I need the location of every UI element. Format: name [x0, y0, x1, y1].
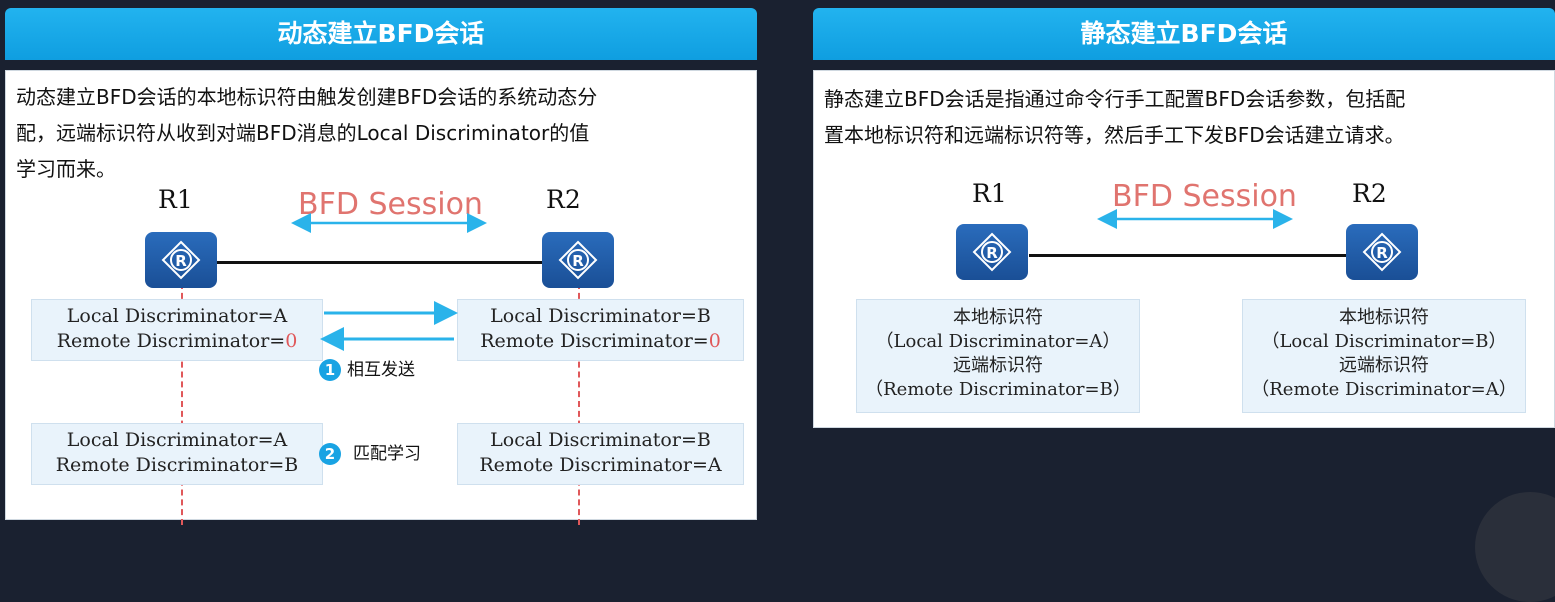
- local-discriminator: Local Discriminator=A: [66, 429, 288, 451]
- static-arrows: [1097, 209, 1293, 229]
- step-1-label: 相互发送: [347, 360, 415, 380]
- local-discriminator: （Local Discriminator=A）: [875, 331, 1121, 352]
- remote-discriminator: （Remote Discriminator=A）: [1251, 379, 1517, 400]
- r2-timeline: [578, 283, 580, 525]
- remote-discriminator: Remote Discriminator=A: [479, 454, 722, 476]
- router-icon: R: [956, 224, 1028, 280]
- dynamic-bfd-description: 动态建立BFD会话的本地标识符由触发创建BFD会话的系统动态分 配，远端标识符从…: [16, 79, 751, 187]
- local-label: 本地标识符: [1339, 307, 1429, 328]
- r2-label: R2: [546, 185, 581, 214]
- static-bfd-description: 静态建立BFD会话是指通过命令行手工配置BFD会话参数，包括配 置本地标识符和远…: [824, 81, 1549, 153]
- remote-discriminator: Remote Discriminator=0: [56, 330, 298, 352]
- r1-label: R1: [158, 185, 193, 214]
- local-label: 本地标识符: [953, 307, 1043, 328]
- svg-text:R: R: [1376, 244, 1388, 262]
- local-discriminator: （Local Discriminator=B）: [1261, 331, 1507, 352]
- r2-initial-discriminators: Local Discriminator=B Remote Discriminat…: [457, 299, 744, 361]
- local-discriminator: Local Discriminator=A: [66, 305, 288, 327]
- router-icon: R: [542, 232, 614, 288]
- desc-line: 配，远端标识符从收到对端BFD消息的Local Discriminator的值: [16, 121, 590, 145]
- remote-discriminator: Remote Discriminator=B: [55, 454, 299, 476]
- step-2: 2 匹配学习: [319, 439, 421, 465]
- remote-label: 远端标识符: [953, 355, 1043, 376]
- dynamic-bfd-title: 动态建立BFD会话: [5, 8, 757, 60]
- r2-label: R2: [1352, 179, 1387, 208]
- link-line: [216, 261, 546, 264]
- svg-text:R: R: [986, 244, 998, 262]
- dynamic-bfd-body: 动态建立BFD会话的本地标识符由触发创建BFD会话的系统动态分 配，远端标识符从…: [5, 70, 757, 525]
- local-discriminator: Local Discriminator=B: [490, 429, 711, 451]
- bfd-session-label: BFD Session: [1112, 179, 1297, 214]
- svg-text:R: R: [175, 252, 187, 270]
- step-badge-icon: 2: [319, 443, 341, 465]
- remote-label: 远端标识符: [1339, 355, 1429, 376]
- r1-learned-discriminators: Local Discriminator=A Remote Discriminat…: [31, 423, 323, 485]
- remote-discriminator: Remote Discriminator=0: [480, 330, 721, 352]
- static-bfd-body: 静态建立BFD会话是指通过命令行手工配置BFD会话参数，包括配 置本地标识符和远…: [813, 70, 1555, 428]
- local-discriminator: Local Discriminator=B: [490, 305, 711, 327]
- r1-initial-discriminators: Local Discriminator=A Remote Discriminat…: [31, 299, 323, 361]
- desc-line: 动态建立BFD会话的本地标识符由触发创建BFD会话的系统动态分: [16, 85, 598, 109]
- step-badge-icon: 1: [319, 359, 341, 381]
- r2-static-discriminators: 本地标识符 （Local Discriminator=B） 远端标识符 （Rem…: [1242, 299, 1526, 413]
- router-icon: R: [145, 232, 217, 288]
- step-1: 1 相互发送: [319, 355, 415, 381]
- r1-timeline: [181, 283, 183, 525]
- link-line: [1029, 254, 1347, 257]
- step-2-label: 匹配学习: [353, 444, 421, 464]
- dynamic-arrows: [291, 213, 487, 351]
- static-bfd-title: 静态建立BFD会话: [813, 8, 1555, 60]
- router-icon: R: [1346, 224, 1418, 280]
- desc-line: 置本地标识符和远端标识符等，然后手工下发BFD会话建立请求。: [824, 123, 1405, 147]
- static-bfd-panel: 静态建立BFD会话 静态建立BFD会话是指通过命令行手工配置BFD会话参数，包括…: [813, 8, 1555, 428]
- r1-static-discriminators: 本地标识符 （Local Discriminator=A） 远端标识符 （Rem…: [856, 299, 1140, 413]
- r1-label: R1: [972, 179, 1007, 208]
- desc-line: 静态建立BFD会话是指通过命令行手工配置BFD会话参数，包括配: [824, 87, 1406, 111]
- desc-line: 学习而来。: [16, 157, 116, 181]
- presenter-avatar: [1475, 492, 1555, 602]
- r2-learned-discriminators: Local Discriminator=B Remote Discriminat…: [457, 423, 744, 485]
- svg-text:R: R: [572, 252, 584, 270]
- dynamic-bfd-panel: 动态建立BFD会话 动态建立BFD会话的本地标识符由触发创建BFD会话的系统动态…: [5, 8, 757, 525]
- remote-discriminator: （Remote Discriminator=B）: [865, 379, 1131, 400]
